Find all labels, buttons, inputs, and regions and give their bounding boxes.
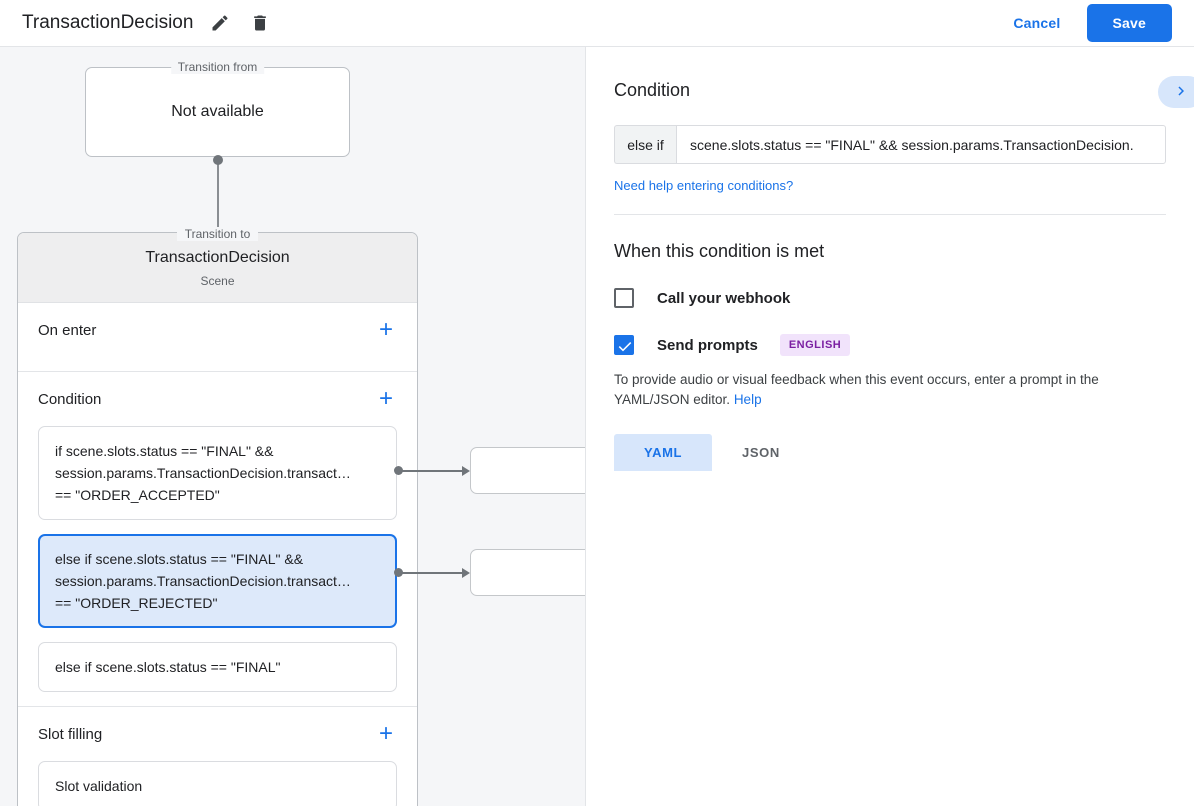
condition-card-0[interactable]: if scene.slots.status == "FINAL" && sess… — [38, 426, 397, 520]
panel-title: Condition — [614, 80, 691, 100]
connector-line — [398, 470, 462, 472]
target-node-1[interactable] — [470, 549, 585, 596]
add-slot-filling-button[interactable]: + — [378, 720, 393, 747]
condition-card-line: == "ORDER_REJECTED" — [55, 595, 218, 611]
condition-help-link[interactable]: Need help entering conditions? — [614, 178, 794, 193]
webhook-row: Call your webhook — [614, 288, 1166, 308]
condition-input[interactable] — [676, 125, 1166, 164]
section-condition: Condition + if scene.slots.status == "FI… — [18, 372, 417, 707]
top-app-bar: TransactionDecision Cancel Save — [0, 0, 1194, 47]
scene-type: Scene — [200, 274, 235, 288]
add-condition-button[interactable]: + — [378, 385, 393, 412]
section-on-enter: On enter + — [18, 303, 417, 372]
condition-card-line: if scene.slots.status == "FINAL" && — [55, 443, 274, 459]
send-prompts-label: Send prompts — [657, 336, 758, 354]
condition-connector-0 — [394, 466, 470, 476]
slot-validation-card[interactable]: Slot validation — [38, 761, 397, 806]
pencil-icon — [210, 13, 230, 33]
panel-divider — [614, 214, 1166, 215]
add-on-enter-button[interactable]: + — [378, 316, 393, 343]
condition-card-1[interactable]: else if scene.slots.status == "FINAL" &&… — [38, 534, 397, 628]
scene-card-header[interactable]: TransactionDecision Scene — [18, 233, 417, 303]
section-slot-filling-title: Slot filling — [38, 725, 103, 743]
when-condition-title: When this condition is met — [614, 241, 825, 261]
page-title: TransactionDecision — [22, 12, 194, 33]
scene-name: TransactionDecision — [145, 249, 290, 266]
slot-validation-label: Slot validation — [55, 778, 143, 794]
condition-input-row: else if — [614, 125, 1166, 164]
condition-prefix: else if — [614, 125, 676, 164]
condition-card-2[interactable]: else if scene.slots.status == "FINAL" — [38, 642, 397, 692]
transition-from-value: Not available — [171, 103, 264, 120]
call-webhook-label: Call your webhook — [657, 289, 791, 307]
condition-detail-panel: Condition else if Need help entering con… — [585, 47, 1194, 806]
section-on-enter-title: On enter — [38, 321, 97, 339]
section-on-enter-header: On enter + — [38, 303, 397, 357]
section-slot-filling: Slot filling + Slot validation — [18, 707, 417, 806]
transition-from-box: Transition from Not available — [85, 60, 350, 157]
trash-icon — [250, 13, 270, 33]
prompts-help-link[interactable]: Help — [733, 392, 762, 407]
tab-yaml[interactable]: YAML — [614, 434, 713, 471]
connector-arrowhead — [462, 568, 470, 578]
chevron-right-icon — [1172, 82, 1190, 103]
condition-card-line: session.params.TransactionDecision.trans… — [55, 465, 351, 481]
condition-card-line: else if scene.slots.status == "FINAL" — [55, 659, 281, 675]
condition-connector-1 — [394, 568, 470, 578]
edit-button[interactable] — [207, 10, 233, 36]
save-button[interactable]: Save — [1086, 4, 1172, 42]
section-condition-title: Condition — [38, 390, 102, 408]
prompts-description-text: To provide audio or visual feedback when… — [614, 372, 1099, 407]
condition-card-line: == "ORDER_ACCEPTED" — [55, 487, 220, 503]
cancel-button[interactable]: Cancel — [1001, 7, 1072, 39]
tab-json[interactable]: JSON — [742, 445, 780, 460]
collapse-panel-button[interactable] — [1158, 76, 1194, 108]
scene-card: TransactionDecision Scene On enter + Con… — [17, 232, 418, 806]
call-webhook-checkbox[interactable] — [614, 288, 634, 308]
topbar-actions: Cancel Save — [1001, 4, 1194, 42]
when-condition-met-section: When this condition is met Call your web… — [586, 215, 1194, 471]
condition-card-line: session.params.TransactionDecision.trans… — [55, 573, 351, 589]
editor-format-tabs: YAML JSON — [614, 434, 1166, 471]
connector-arrowhead — [462, 466, 470, 476]
condition-card-line: else if scene.slots.status == "FINAL" && — [55, 551, 304, 567]
condition-section: Condition else if Need help entering con… — [586, 47, 1194, 215]
send-prompts-row: Send prompts ENGLISH — [614, 334, 1166, 356]
language-badge: ENGLISH — [779, 334, 851, 356]
connector-line — [398, 572, 462, 574]
send-prompts-checkbox[interactable] — [614, 335, 634, 355]
scene-canvas[interactable]: Transition from Not available Transition… — [0, 47, 585, 806]
target-node-0[interactable] — [470, 447, 585, 494]
delete-button[interactable] — [247, 10, 273, 36]
section-slot-filling-header: Slot filling + — [38, 707, 397, 761]
section-condition-header: Condition + — [38, 372, 397, 426]
prompts-description: To provide audio or visual feedback when… — [614, 370, 1166, 410]
transition-from-legend: Transition from — [170, 60, 265, 74]
